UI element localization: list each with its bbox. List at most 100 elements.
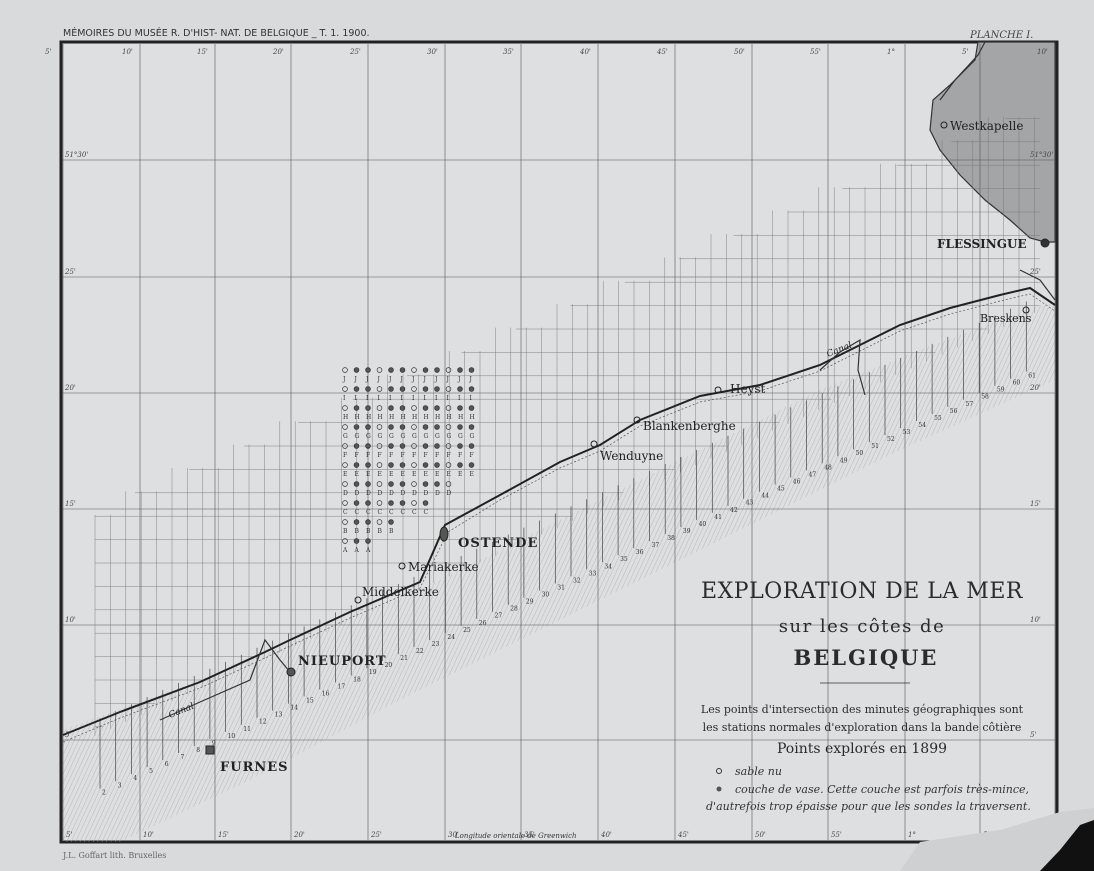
lat-right-3: 15' <box>1030 500 1041 508</box>
grid-letter-4-11: F <box>470 452 474 459</box>
grid-dot-4-11 <box>468 443 475 449</box>
grid-dot-5-4 <box>388 462 394 468</box>
grid-dot-0-1 <box>353 367 360 373</box>
nieuport-marker <box>286 667 296 677</box>
grid-letter-4-2: F <box>366 452 370 459</box>
coordinate-grid <box>62 44 1056 840</box>
grid-dot-0-6 <box>411 367 417 373</box>
grid-dot-4-5 <box>399 443 406 449</box>
grid-dot-8-1 <box>353 519 360 525</box>
station-number-22: 22 <box>416 648 424 655</box>
grid-letter-6-1: D <box>355 490 360 497</box>
grid-dot-6-1 <box>353 481 360 487</box>
grid-dot-3-8 <box>434 424 440 430</box>
station-number-29: 29 <box>526 599 534 606</box>
grid-dot-3-5 <box>399 424 406 430</box>
station-number-56: 56 <box>950 408 958 415</box>
station-number-26: 26 <box>479 620 487 627</box>
station-number-7: 7 <box>181 754 185 761</box>
grid-dot-1-11 <box>468 386 475 392</box>
top-tick-13: 10' <box>1037 48 1048 56</box>
grid-dot-4-3 <box>376 443 383 449</box>
torn-corner <box>900 808 1094 871</box>
grid-dot-2-0 <box>342 405 348 411</box>
grid-dot-6-7 <box>422 481 429 487</box>
lat-right-5: 5' <box>1030 731 1036 739</box>
lat-right-4: 10' <box>1030 616 1041 624</box>
label-furnes: FURNES <box>220 760 289 775</box>
grid-dot-7-7 <box>422 500 429 506</box>
grid-letter-5-5: E <box>401 471 405 478</box>
grid-dot-1-7 <box>422 386 429 392</box>
station-number-33: 33 <box>589 570 597 577</box>
station-number-6: 6 <box>165 761 169 768</box>
station-number-23: 23 <box>432 641 440 648</box>
grid-letter-3-10: G <box>458 433 463 440</box>
series-header: MÉMOIRES DU MUSÉE R. D'HIST- NAT. DE BEL… <box>63 27 370 39</box>
lat-left-1: 25' <box>64 268 76 276</box>
grid-dot-5-10 <box>457 462 463 468</box>
station-number-58: 58 <box>981 394 989 401</box>
bottom-tick-1: 10' <box>143 831 154 839</box>
grid-letter-4-1: F <box>355 452 359 459</box>
grid-letter-3-1: G <box>355 433 360 440</box>
grid-letter-7-4: C <box>389 509 394 516</box>
station-number-16: 16 <box>322 690 330 697</box>
grid-dot-3-4 <box>388 424 394 430</box>
station-number-13: 13 <box>275 712 283 719</box>
bottom-tick-7: 40' <box>600 831 612 839</box>
grid-letter-3-8: G <box>435 433 440 440</box>
bottom-tick-5: 30' <box>448 831 459 839</box>
grid-dot-0-5 <box>399 367 406 373</box>
grid-letter-8-3: B <box>378 528 383 535</box>
title-block: EXPLORATION DE LA MER sur les côtes de B… <box>701 579 1024 757</box>
grid-letter-1-4: I <box>389 395 392 402</box>
station-number-37: 37 <box>652 542 660 549</box>
grid-letter-4-7: F <box>424 452 428 459</box>
heyst-canal <box>819 338 866 396</box>
grid-dot-1-5 <box>399 386 406 392</box>
grid-dot-7-2 <box>365 500 371 506</box>
grid-dot-5-3 <box>376 462 383 468</box>
grid-dot-5-0 <box>342 462 348 468</box>
subtitle: Points explorés en 1899 <box>777 741 947 757</box>
grid-letter-2-1: H <box>355 414 360 421</box>
grid-letter-4-0: F <box>343 452 347 459</box>
grid-dot-4-6 <box>411 443 417 449</box>
station-number-38: 38 <box>667 535 675 542</box>
station-number-3: 3 <box>118 782 122 789</box>
scheldt-shore <box>939 41 1056 301</box>
grid-dot-4-9 <box>445 443 452 449</box>
lat-right-1: 25' <box>1029 268 1041 276</box>
station-number-54: 54 <box>918 422 926 429</box>
grid-letter-5-6: E <box>412 471 416 478</box>
station-number-47: 47 <box>809 471 817 478</box>
bottom-tick-9: 50' <box>755 831 766 839</box>
grid-letter-8-2: B <box>366 528 371 535</box>
grid-letter-8-0: B <box>343 528 348 535</box>
grid-dot-1-3 <box>376 386 383 392</box>
grid-letter-1-9: I <box>447 395 450 402</box>
grid-dot-1-10 <box>457 386 463 392</box>
grid-dot-0-11 <box>468 367 475 373</box>
lat-right-0: 51°30' <box>1030 151 1053 159</box>
grid-letter-1-3: I <box>378 395 381 402</box>
bottom-tick-10: 55' <box>831 831 842 839</box>
label-flessingue: FLESSINGUE <box>937 237 1027 251</box>
middelkerke-marker <box>354 596 362 604</box>
grid-letter-4-3: F <box>378 452 382 459</box>
station-number-31: 31 <box>557 584 565 591</box>
grid-letter-0-1: J <box>354 376 358 383</box>
grid-letter-5-2: E <box>366 471 370 478</box>
station-number-40: 40 <box>699 521 707 528</box>
grid-dot-9-1 <box>353 538 360 544</box>
grid-dot-4-2 <box>365 443 371 449</box>
grid-dot-6-9 <box>445 481 452 487</box>
grid-dot-1-2 <box>365 386 371 392</box>
grid-letter-6-0: D <box>343 490 348 497</box>
grid-letter-3-11: G <box>470 433 475 440</box>
grid-letter-1-10: I <box>458 395 461 402</box>
grid-letter-1-8: I <box>435 395 438 402</box>
